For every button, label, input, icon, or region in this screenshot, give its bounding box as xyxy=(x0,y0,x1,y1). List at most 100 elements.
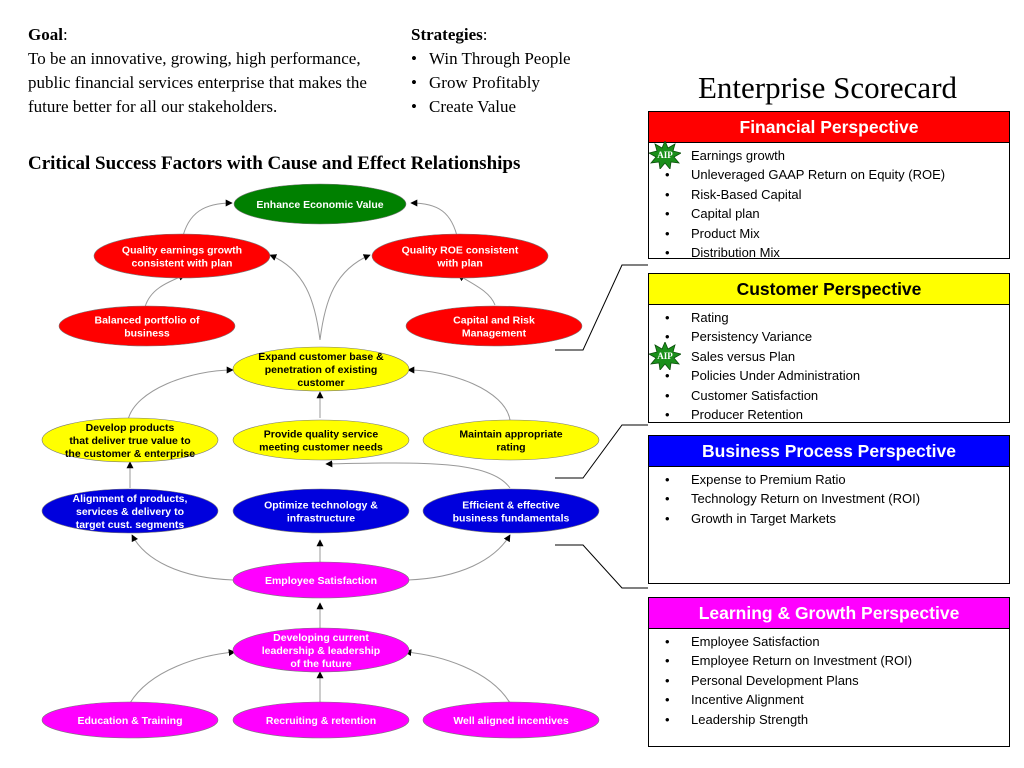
node-label: Capital and Risk xyxy=(453,315,535,327)
node-employee: Employee Satisfaction xyxy=(232,561,410,599)
node-shape xyxy=(41,701,219,739)
learning-perspective-panel: Learning & Growth Perspective Employee S… xyxy=(648,597,1010,747)
connector xyxy=(457,274,496,306)
measure-item: Capital plan xyxy=(649,204,1009,224)
connector xyxy=(269,254,321,341)
aip-badge-icon: AIP xyxy=(649,141,681,169)
node-label: Quality earnings growth xyxy=(122,245,242,257)
node-shape xyxy=(405,305,583,347)
node-label: Balanced portfolio of xyxy=(95,315,201,327)
bracket-learning xyxy=(555,544,648,589)
strategies-block: Strategies: Win Through People Grow Prof… xyxy=(411,23,641,119)
node-label: Expand customer base & xyxy=(258,351,384,363)
node-label: Enhance Economic Value xyxy=(256,199,383,211)
node-label: rating xyxy=(496,442,525,454)
node-label: Management xyxy=(462,328,527,340)
node-shape xyxy=(41,417,219,463)
node-label: of the future xyxy=(290,658,351,670)
node-label: Quality ROE consistent xyxy=(402,245,519,257)
node-label: Alignment of products, xyxy=(73,493,188,505)
strategy-item: Win Through People xyxy=(411,47,641,71)
aip-badge-text: AIP xyxy=(657,150,673,160)
process-measures: Expense to Premium Ratio Technology Retu… xyxy=(649,467,1009,529)
measure-item: AIP Earnings growth xyxy=(649,141,1009,169)
connector xyxy=(325,460,511,489)
measure-item: Rating xyxy=(649,308,1009,328)
node-shape xyxy=(41,488,219,534)
connector xyxy=(404,649,511,704)
node-label: Recruiting & retention xyxy=(266,715,376,727)
node-expand: Expand customer base &penetration of exi… xyxy=(232,346,410,392)
node-label: the customer & enterprise xyxy=(65,448,195,460)
node-shape xyxy=(232,488,410,534)
node-label: target cust. segments xyxy=(76,519,185,531)
measure-item: Risk-Based Capital xyxy=(649,185,1009,205)
connector xyxy=(131,534,234,581)
node-label: Develop products xyxy=(86,422,175,434)
node-label: Maintain appropriate xyxy=(459,429,562,441)
customer-measures: Rating Persistency Variance AIP Sales ve… xyxy=(649,305,1009,425)
node-enhance: Enhance Economic Value xyxy=(233,183,407,225)
measure-item: Unleveraged GAAP Return on Equity (ROE) xyxy=(649,165,1009,185)
node-shape xyxy=(232,561,410,599)
node-shape xyxy=(233,183,407,225)
measure-item: Product Mix xyxy=(649,224,1009,244)
connector xyxy=(410,199,459,241)
aip-badge-icon: AIP xyxy=(649,341,681,370)
node-recruiting: Recruiting & retention xyxy=(232,701,410,739)
connector xyxy=(319,254,371,341)
strategy-item: Create Value xyxy=(411,95,641,119)
node-label: customer xyxy=(297,377,344,389)
node-label: with plan xyxy=(436,258,483,270)
csf-title: Critical Success Factors with Cause and … xyxy=(28,153,521,174)
connector-lines xyxy=(126,199,511,704)
bracket-process xyxy=(555,424,648,479)
aip-badge-text: AIP xyxy=(657,351,673,361)
strategy-item: Grow Profitably xyxy=(411,71,641,95)
learning-measures: Employee Satisfaction Employee Return on… xyxy=(649,629,1009,729)
node-shape xyxy=(371,233,549,279)
node-label: services & delivery to xyxy=(76,506,184,518)
connector xyxy=(407,366,511,421)
measure-item: Expense to Premium Ratio xyxy=(649,470,1009,490)
node-label: meeting customer needs xyxy=(259,442,383,454)
measure-item: Persistency Variance xyxy=(649,327,1009,347)
connector xyxy=(144,274,186,308)
node-label: consistent with plan xyxy=(132,258,233,270)
node-shape xyxy=(422,419,600,461)
measure-item: Policies Under Administration xyxy=(649,366,1009,386)
financial-perspective-header: Financial Perspective xyxy=(649,112,1009,143)
bracket-connectors xyxy=(555,264,648,589)
node-shape xyxy=(58,305,236,347)
strategies-label: Strategies xyxy=(411,25,483,44)
node-label: Provide quality service xyxy=(264,429,379,441)
measure-item: Employee Satisfaction xyxy=(649,632,1009,652)
node-education: Education & Training xyxy=(41,701,219,739)
connector xyxy=(127,366,234,421)
node-label: Optimize technology & xyxy=(264,500,378,512)
node-optimize: Optimize technology &infrastructure xyxy=(232,488,410,534)
financial-measures: AIP Earnings growth Unleveraged GAAP Ret… xyxy=(649,141,1009,263)
node-label: business xyxy=(124,328,170,340)
node-shape xyxy=(422,488,600,534)
node-label: business fundamentals xyxy=(453,513,570,525)
measure-item: Growth in Target Markets xyxy=(649,509,1009,529)
measure-item: Producer Retention xyxy=(649,405,1009,425)
process-perspective-panel: Business Process Perspective Expense to … xyxy=(648,435,1010,584)
measure-item: Technology Return on Investment (ROI) xyxy=(649,489,1009,509)
customer-perspective-header: Customer Perspective xyxy=(649,274,1009,305)
node-shape xyxy=(232,419,410,461)
measure-item: Customer Satisfaction xyxy=(649,386,1009,406)
node-label: Efficient & effective xyxy=(462,500,560,512)
node-label: leadership & leadership xyxy=(262,645,380,657)
